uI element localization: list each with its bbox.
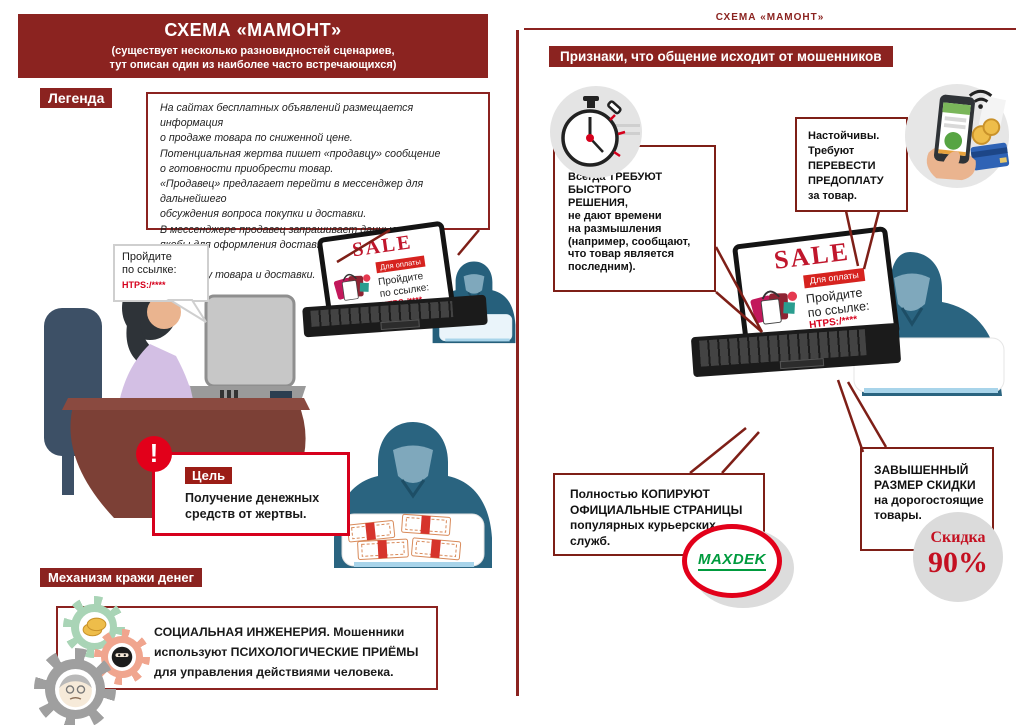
callout-copy-official-pages: Полностью КОПИРУЮТ ОФИЦИАЛЬНЫЕ СТРАНИЦЫ … — [553, 473, 765, 556]
maxdek-logo-text: MAXDEK — [697, 551, 766, 571]
header-rule — [524, 28, 1016, 30]
touchpad — [780, 358, 825, 370]
legend-text-box: На сайтах бесплатных объявлений размещае… — [146, 92, 490, 281]
gear-thinking-person-icon — [34, 648, 116, 725]
maxdek-logo: MAXDEK — [682, 524, 782, 598]
touchpad — [380, 319, 420, 330]
gear-coins-icon — [63, 596, 125, 658]
discount-badge-value: 90% — [928, 546, 988, 579]
phone-payment-icon — [904, 83, 1010, 189]
exclamation-icon: ! — [136, 436, 172, 472]
legend-label: Легенда — [40, 88, 113, 108]
bubble-phishing-link: HTPS:/**** — [122, 280, 166, 290]
seller-speech-bubble: Пройдите по ссылке: HTPS:/**** — [113, 244, 209, 302]
money-stacks-icon — [347, 513, 462, 561]
mechanism-label: Механизм кражи денег — [40, 568, 203, 587]
bubble-text: Пройдите по ссылке: — [122, 251, 177, 276]
discount-badge-label: Скидка — [930, 529, 986, 546]
page-divider — [516, 30, 519, 696]
goal-box: Цель Получение денежных средств от жертв… — [152, 452, 350, 536]
left-page-header: СХЕМА «МАМОНТ» (существует несколько раз… — [18, 14, 488, 78]
signs-banner: Признаки, что общение исходит от мошенни… — [549, 46, 893, 67]
goal-label: Цель — [185, 467, 233, 484]
callout-demand-prepayment: Настойчивы. Требуют ПЕРЕВЕСТИ ПРЕДОПЛАТУ… — [795, 117, 908, 212]
stopwatch-icon — [550, 86, 642, 178]
discount-badge: Скидка 90% — [913, 512, 1003, 602]
page-subtitle: (существует несколько разновидностей сце… — [109, 45, 397, 71]
scammer-with-money-illustration — [334, 422, 492, 568]
page-title: СХЕМА «МАМОНТ» — [164, 20, 342, 40]
goal-text: Получение денежных средств от жертвы. — [185, 491, 320, 521]
gear-balaclava-icon — [94, 629, 150, 685]
shopping-bags-icon — [333, 273, 371, 301]
right-page-header: СХЕМА «МАМОНТ» — [715, 12, 825, 23]
shopping-bags-icon — [750, 290, 798, 325]
